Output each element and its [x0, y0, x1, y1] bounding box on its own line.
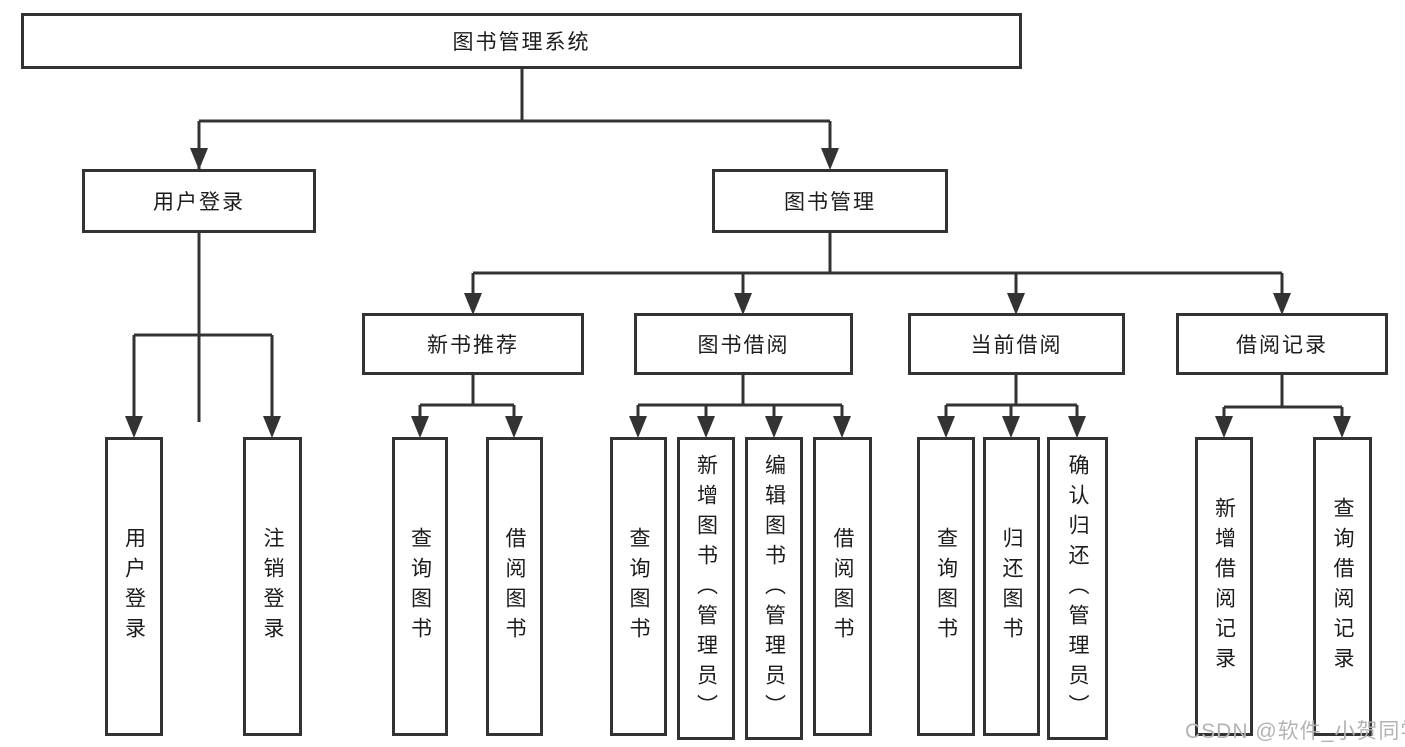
node-label: 新书推荐: [427, 334, 519, 357]
arrowheads: [125, 148, 1351, 438]
arrowhead-icon: [464, 293, 482, 315]
arrowhead-icon: [1007, 293, 1025, 315]
node-label: 借阅图书: [503, 526, 526, 647]
arrowhead-icon: [263, 416, 281, 438]
node-borrow-records: 借阅记录: [1176, 313, 1388, 375]
node-label: 查询图书: [934, 526, 958, 647]
node-label: 当前借阅: [970, 334, 1063, 357]
csdn-watermark: CSDN @软件_小贺同学: [1185, 720, 1405, 743]
leaf-add-borrow-record: 新增借阅记录: [1195, 437, 1253, 736]
arrowhead-icon: [1068, 416, 1086, 438]
node-label: 新增借阅记录: [1212, 496, 1236, 677]
leaf-query-books-2: 查询图书: [610, 437, 667, 736]
leaf-edit-book-admin: 编辑图书（管理员）: [745, 437, 803, 740]
arrowhead-icon: [1333, 416, 1351, 438]
node-label: 用户登录: [153, 191, 245, 214]
arrowhead-icon: [190, 148, 208, 170]
leaf-query-borrow-record: 查询借阅记录: [1313, 437, 1372, 736]
leaf-query-books-1: 查询图书: [392, 437, 448, 736]
arrowhead-icon: [1215, 416, 1233, 438]
arrowhead-icon: [697, 416, 715, 438]
node-new-book-recommend: 新书推荐: [362, 313, 584, 375]
node-label: 图书管理: [784, 191, 876, 214]
arrowhead-icon: [937, 416, 955, 438]
node-label: 借阅图书: [831, 526, 854, 647]
arrowhead-icon: [833, 416, 851, 438]
leaf-borrow-books-2: 借阅图书: [813, 437, 872, 736]
leaf-borrow-books-1: 借阅图书: [486, 437, 543, 736]
arrowhead-icon: [1273, 293, 1291, 315]
node-label: 查询图书: [408, 526, 432, 647]
arrowhead-icon: [629, 416, 647, 438]
node-label: 查询借阅记录: [1331, 496, 1354, 677]
node-label: 图书借阅: [697, 334, 790, 357]
node-label: 图书管理系统: [452, 31, 591, 54]
diagram-node-root: 图书管理系统: [21, 13, 1022, 69]
node-current-borrow: 当前借阅: [908, 313, 1125, 375]
arrowhead-icon: [821, 148, 839, 170]
arrowhead-icon: [505, 416, 523, 438]
node-book-management: 图书管理: [712, 169, 948, 233]
leaf-logout: 注销登录: [243, 437, 302, 736]
node-label: 确认归还（管理员）: [1066, 453, 1089, 724]
arrowhead-icon: [125, 416, 143, 438]
node-label: 注销登录: [261, 526, 284, 647]
leaf-return-book: 归还图书: [983, 437, 1040, 736]
node-label: 用户登录: [122, 526, 146, 647]
node-user-login: 用户登录: [82, 169, 316, 233]
node-label: 借阅记录: [1236, 334, 1328, 357]
arrowhead-icon: [1002, 416, 1020, 438]
node-label: 新增图书（管理员）: [694, 453, 718, 724]
node-book-borrow: 图书借阅: [634, 313, 853, 375]
leaf-confirm-return-admin: 确认归还（管理员）: [1047, 437, 1108, 740]
arrowhead-icon: [765, 416, 783, 438]
leaf-add-book-admin: 新增图书（管理员）: [677, 437, 735, 740]
node-label: 编辑图书（管理员）: [762, 453, 786, 724]
leaf-query-books-3: 查询图书: [917, 437, 975, 736]
leaf-user-login: 用户登录: [105, 437, 163, 736]
arrowhead-icon: [411, 416, 429, 438]
connector-paths: [132, 69, 1344, 422]
node-label: 查询图书: [627, 526, 650, 647]
node-label: 归还图书: [1000, 526, 1023, 647]
arrowhead-icon: [734, 293, 752, 315]
